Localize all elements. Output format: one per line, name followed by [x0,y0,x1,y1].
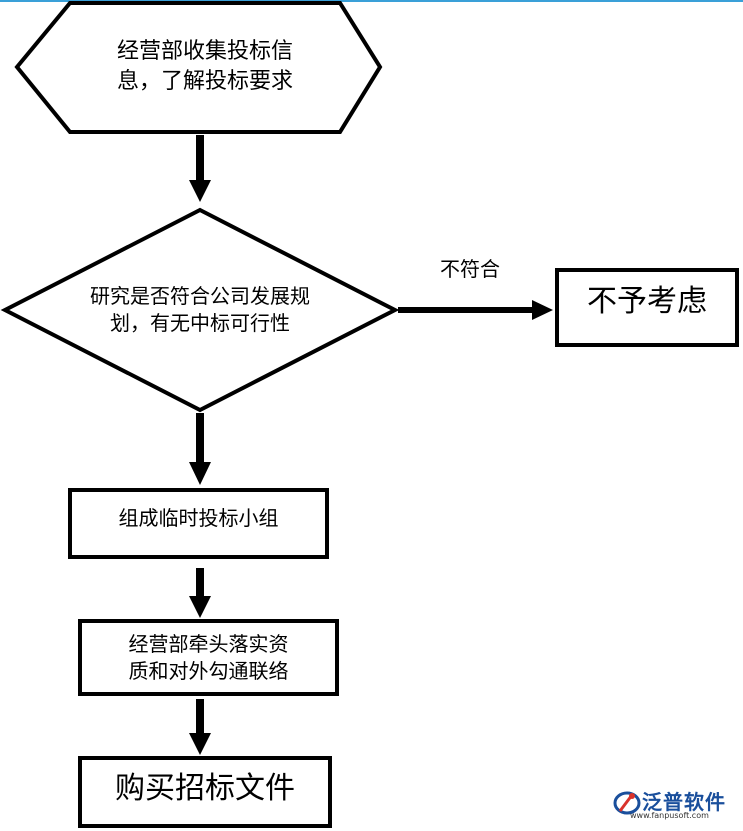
diamond-research [0,207,400,413]
box-coordinate [78,619,339,696]
top-border-line [0,0,743,2]
text-buy-docs: 购买招标文件 [115,770,295,806]
hexagon-collect-info [14,0,383,134]
arrow-collect-to-research [189,135,211,202]
logo-name: 泛普软件 [642,790,726,814]
box-form-group [68,488,329,559]
arrow-research-to-group [189,413,211,485]
logo-url: www.fanpusoft.com [630,811,709,820]
fanpu-logo-icon [613,791,641,815]
text-research: 研究是否符合公司发展规 划，有无中标可行性 [90,284,310,335]
text-not-match: 不符合 [440,256,500,281]
arrow-group-to-coordinate [189,568,211,618]
text-reject: 不予考虑 [587,283,707,319]
box-reject [555,268,739,347]
text-form-group: 组成临时投标小组 [118,505,279,530]
text-coordinate: 经营部牵头落实资 质和对外勾通联络 [128,631,289,683]
arrow-research-to-reject [398,300,553,320]
arrow-coordinate-to-buy [189,699,211,755]
box-buy-docs [78,756,332,828]
text-collect-info: 经营部收集投标信 息，了解投标要求 [116,39,293,94]
fanpu-logo: 泛普软件 www.fanpusoft.com [612,785,737,827]
